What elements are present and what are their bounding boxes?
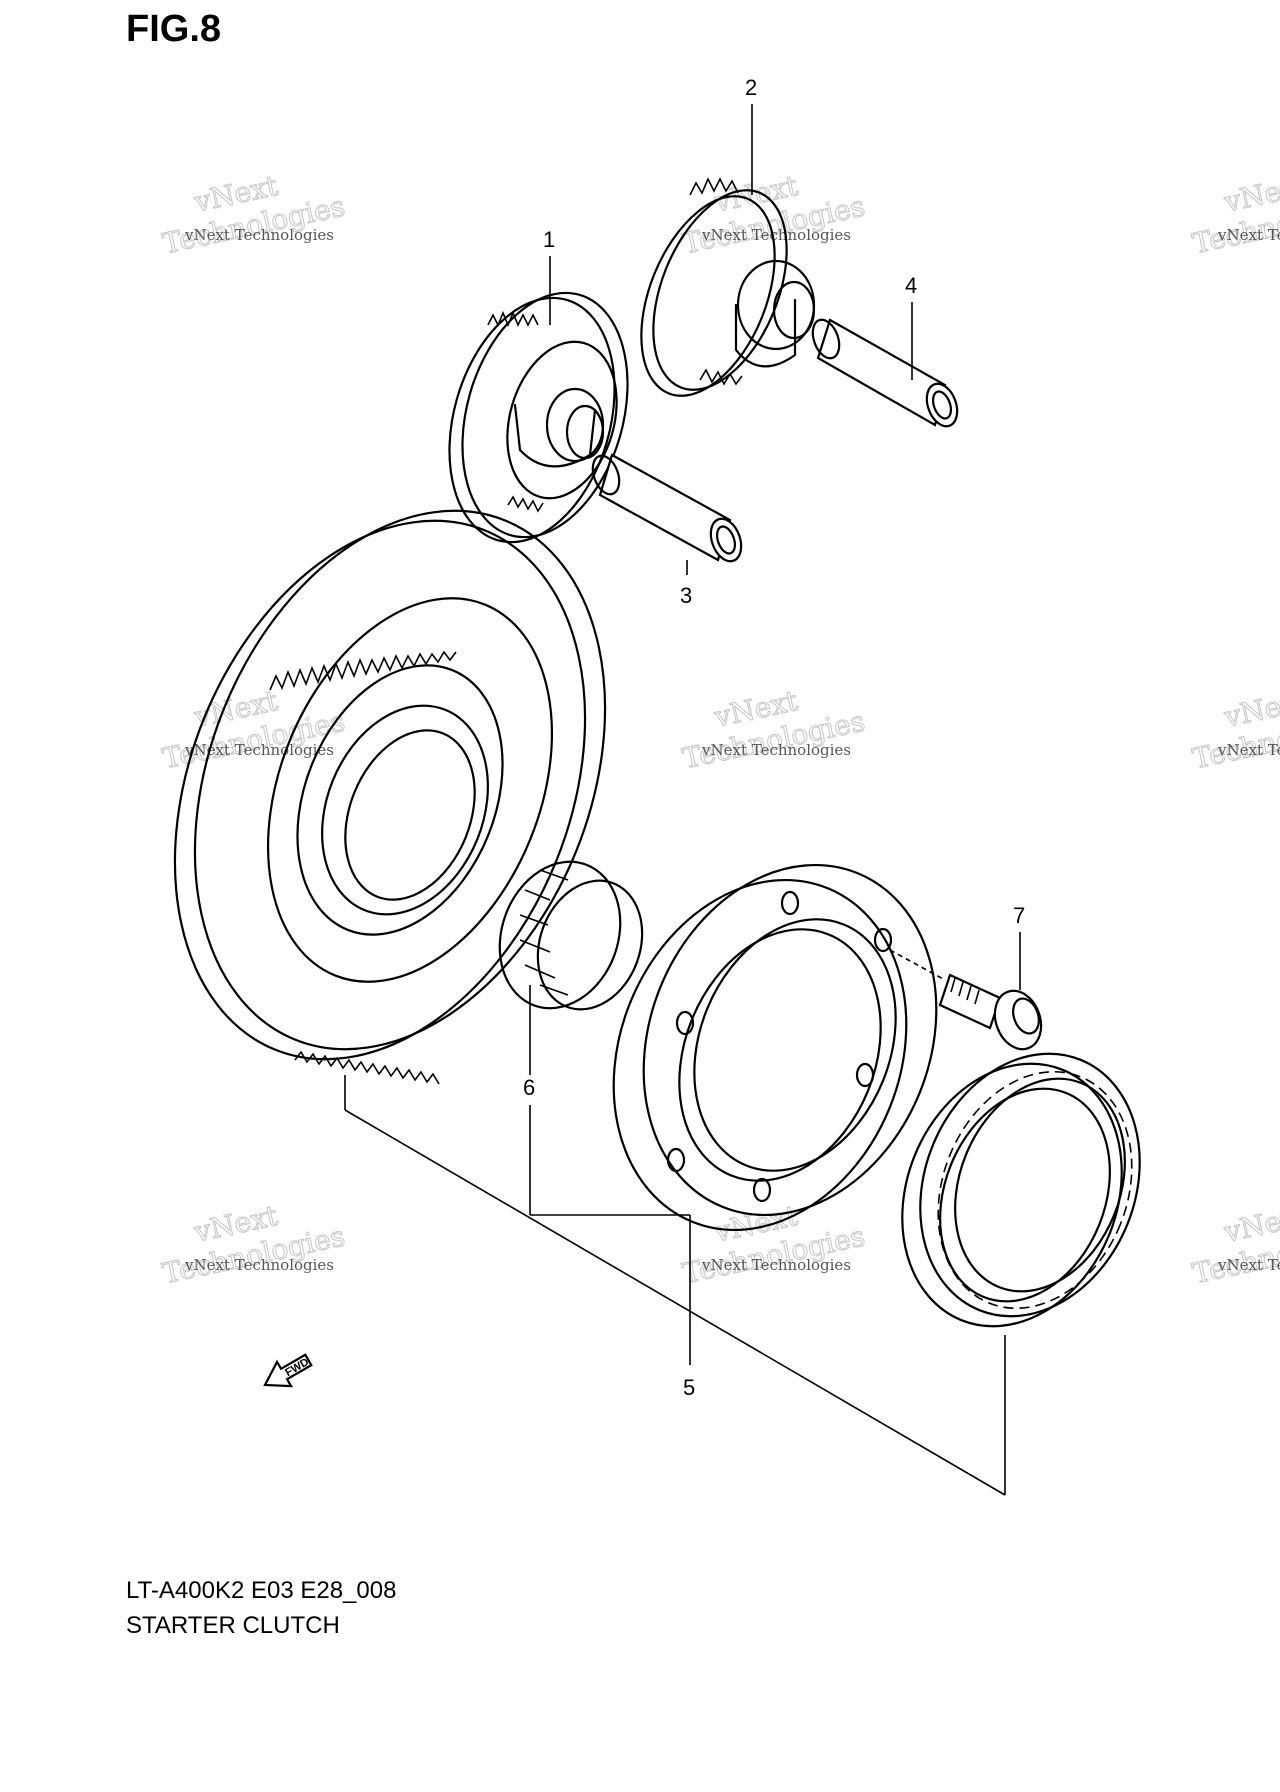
callout-5: 5 — [683, 1215, 695, 1400]
figure-title: FIG.8 — [126, 8, 222, 50]
part-1-idle-gear — [448, 291, 629, 544]
callout-number: 3 — [680, 583, 692, 608]
assembly-name: STARTER CLUTCH — [126, 1612, 340, 1639]
watermark: vNext Technologies — [159, 1198, 348, 1290]
watermark-caption: vNext Technologies — [1217, 1256, 1280, 1274]
watermark: vNext Technologies — [159, 168, 348, 260]
watermark-caption: vNext Technologies — [701, 1256, 851, 1274]
watermark: vNext Technologies — [1189, 168, 1280, 260]
watermark-caption: vNext Technologies — [1217, 226, 1280, 244]
watermark-caption: vNext Technologies — [701, 741, 851, 759]
callout-number: 4 — [905, 273, 917, 298]
callout-4: 4 — [905, 273, 917, 380]
callout-number: 6 — [523, 1075, 535, 1100]
fwd-label: FWD — [283, 1356, 311, 1379]
callout-number: 7 — [1013, 903, 1025, 928]
part-7-bolt — [889, 949, 1043, 1051]
watermark: vNext Technologies — [1189, 1198, 1280, 1290]
part-2-idle-gear — [640, 177, 816, 397]
part-3-shaft — [591, 453, 743, 563]
model-code: LT-A400K2 E03 E28_008 — [126, 1577, 397, 1604]
callout-7: 7 — [1013, 903, 1025, 990]
watermark-caption: vNext Technologies — [1217, 741, 1280, 759]
watermark-caption: vNext Technologies — [701, 226, 851, 244]
callout-number: 2 — [745, 75, 757, 100]
watermark: vNext Technologies — [679, 1198, 868, 1290]
callout-3: 3 — [680, 560, 692, 608]
callout-number: 5 — [683, 1375, 695, 1400]
callout-number: 1 — [543, 227, 555, 252]
watermark-caption: vNext Technologies — [184, 226, 334, 244]
assembly-bracket — [344, 1075, 1006, 1496]
callout-2: 2 — [745, 75, 757, 195]
watermark-caption: vNext Technologies — [184, 1256, 334, 1274]
starter-driven-gear — [173, 509, 607, 1085]
watermark-caption: vNext Technologies — [184, 741, 334, 759]
watermark: vNext Technologies — [1189, 683, 1280, 775]
callout-6: 6 — [523, 985, 535, 1215]
callout-1: 1 — [543, 227, 555, 325]
watermark: vNext Technologies — [679, 683, 868, 775]
forward-arrow-icon: FWD — [263, 1353, 313, 1388]
part-4-shaft — [811, 318, 959, 428]
part-5-clutch-housing — [612, 863, 938, 1232]
part-6-needle-bearing — [498, 860, 644, 1011]
one-way-clutch — [901, 1052, 1141, 1328]
